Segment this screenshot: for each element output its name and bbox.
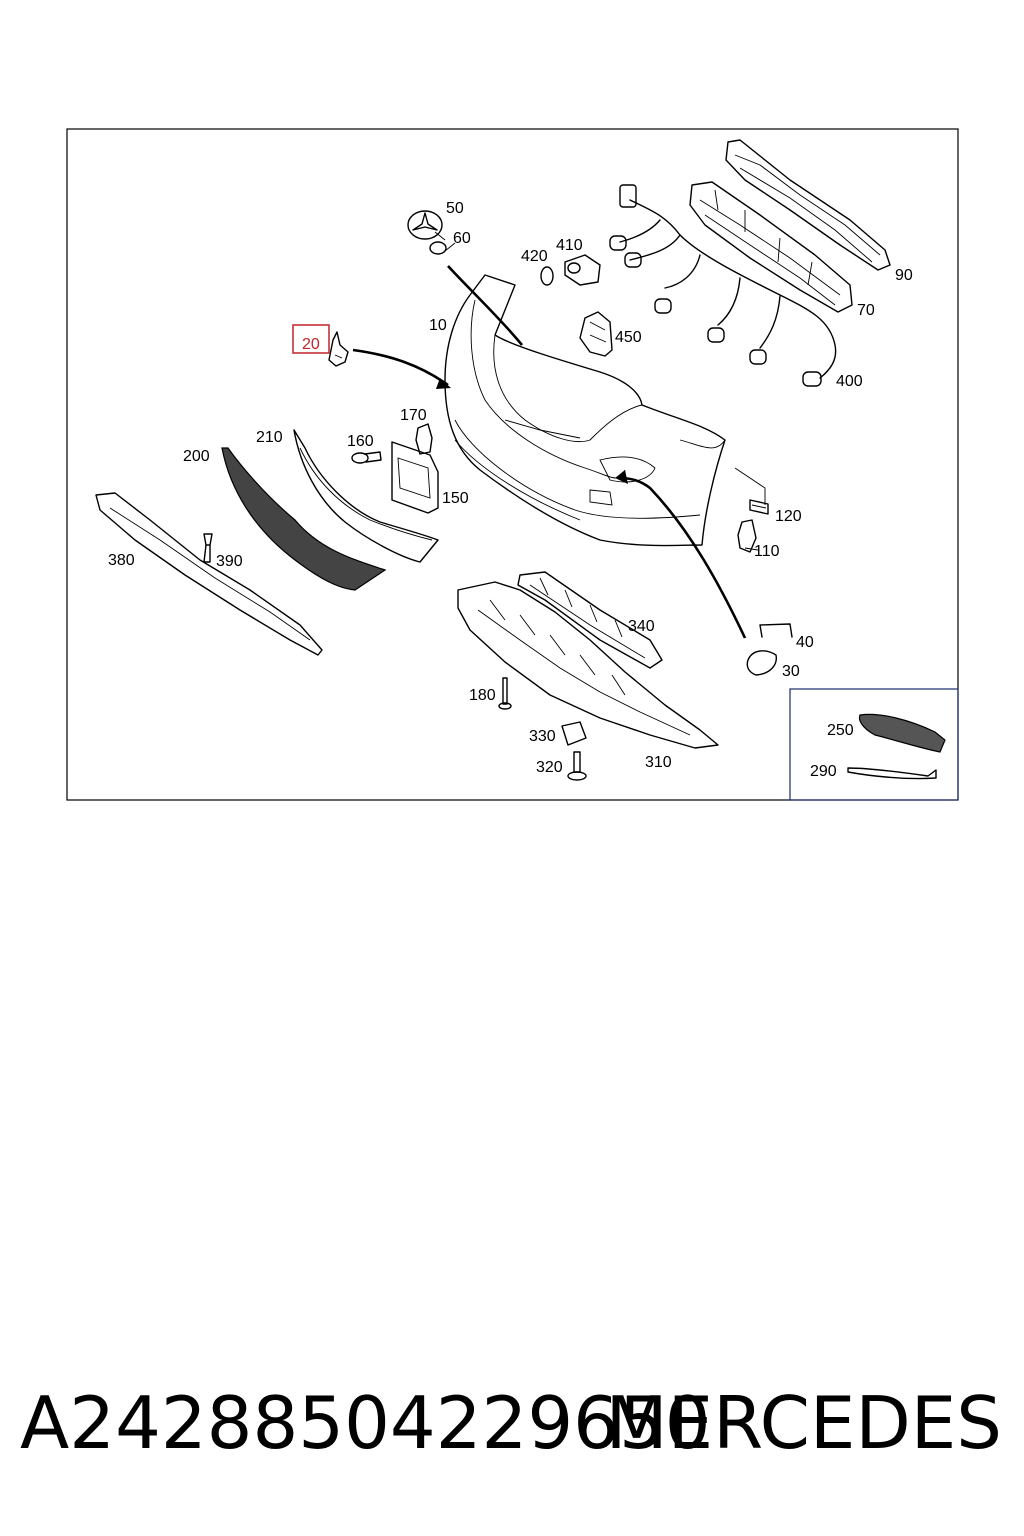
part-90-upper-carrier (725, 139, 891, 271)
callout-170: 170 (400, 407, 427, 424)
callout-250: 250 (827, 722, 854, 739)
parts-diagram: 10 20 30 40 50 60 70 90 110 120 150 160 … (66, 128, 959, 801)
part-450-sensor-bracket (579, 311, 613, 357)
part-420-sensor-ring (540, 266, 554, 286)
part-30-tow-eye-cover (746, 650, 777, 676)
part-380-lower-trim (95, 492, 323, 656)
part-120-clip (749, 499, 769, 515)
callout-30: 30 (782, 663, 800, 680)
callout-330: 330 (529, 728, 556, 745)
inset-frame (789, 688, 959, 801)
callout-210: 210 (256, 429, 283, 446)
callout-60: 60 (453, 230, 471, 247)
part-340-air-deflector (517, 571, 663, 669)
callout-390: 390 (216, 553, 243, 570)
part-number: A24288504229650 (20, 1381, 711, 1465)
callout-420: 420 (521, 248, 548, 265)
callout-110: 110 (754, 543, 780, 560)
callout-340: 340 (628, 618, 655, 635)
callout-310: 310 (645, 754, 672, 771)
part-310-underbody-panel (457, 581, 719, 749)
callout-320: 320 (536, 759, 563, 776)
callout-120: 120 (775, 508, 802, 525)
callout-150: 150 (442, 490, 469, 507)
part-320-screw (567, 751, 587, 781)
callout-20-highlighted: 20 (302, 336, 320, 353)
footer: A24288504229650 MERCEDES (0, 1378, 1024, 1478)
diagram-frame (66, 128, 959, 801)
callout-labels: 10 20 30 40 50 60 70 90 110 120 150 160 … (108, 200, 913, 780)
callout-160: 160 (347, 433, 374, 450)
part-410-parking-sensor (564, 254, 601, 286)
part-40-clip (759, 623, 793, 638)
callout-90: 90 (895, 267, 913, 284)
callout-40: 40 (796, 634, 814, 651)
part-50-emblem (407, 210, 443, 240)
callout-200: 200 (183, 448, 210, 465)
part-330-nut-clip (561, 721, 587, 746)
part-160-screw (351, 451, 382, 464)
part-390-push-rivet (203, 533, 213, 563)
part-70-absorber (689, 181, 853, 313)
part-60-emblem-base (429, 241, 447, 255)
part-290-trim-strip (847, 767, 937, 780)
brand-name: MERCEDES (605, 1381, 1002, 1465)
callout-400: 400 (836, 373, 863, 390)
part-200-grille-mesh (221, 447, 387, 591)
callout-450: 450 (615, 329, 642, 346)
part-170-clip (415, 423, 433, 455)
highlight-box-20 (292, 324, 330, 354)
callout-10: 10 (429, 317, 447, 334)
callout-290: 290 (810, 763, 837, 780)
part-110-clip (737, 519, 757, 553)
part-180-bolt (498, 677, 512, 710)
part-20-tow-hook-clip (328, 331, 349, 367)
callout-380: 380 (108, 552, 135, 569)
callout-70: 70 (857, 302, 875, 319)
part-10-bumper-cover (444, 274, 726, 547)
callout-50: 50 (446, 200, 464, 217)
part-150-license-plate-holder (391, 441, 439, 514)
part-400-wiring-harness (609, 184, 837, 387)
leader-lines (352, 231, 766, 639)
callout-180: 180 (469, 687, 496, 704)
part-210-grille-frame (293, 429, 439, 563)
part-250-fog-lamp-grille (858, 713, 946, 753)
callout-410: 410 (556, 237, 583, 254)
